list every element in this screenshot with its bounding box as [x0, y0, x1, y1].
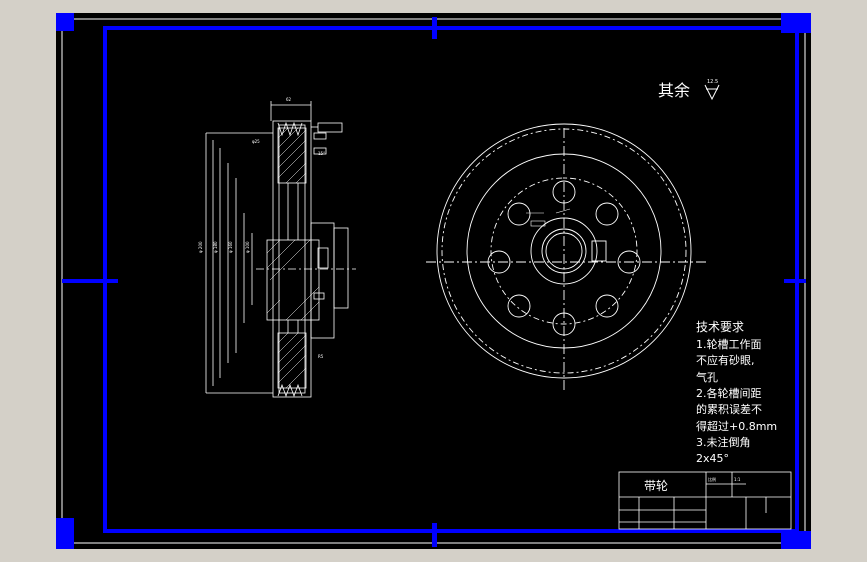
tech-req-line: 不应有砂眼, — [696, 353, 755, 367]
svg-text:φ 180: φ 180 — [213, 241, 218, 253]
svg-text:φ25: φ25 — [252, 139, 260, 144]
outer-border — [61, 18, 806, 544]
title-block-text: 带轮 比例 1:1 — [644, 476, 741, 493]
center-mark-left — [62, 279, 118, 283]
corner-grip-bl[interactable] — [56, 518, 74, 549]
svg-text:φ 160: φ 160 — [228, 241, 233, 253]
tech-req-line: 2.各轮槽间距 — [696, 386, 762, 400]
tech-req-line: 气孔 — [696, 370, 718, 384]
title-block — [618, 471, 792, 530]
svg-text:15°: 15° — [318, 151, 325, 156]
technical-requirements: 技术要求 1.轮槽工作面 不应有砂眼, 气孔 2.各轮槽间距 的累积误差不 得超… — [696, 320, 777, 465]
tech-req-line: 2x45° — [696, 452, 729, 465]
front-view — [426, 123, 706, 393]
drawing-canvas: φ 200 φ 180 φ 160 φ 100 62 φ25 15° R5 — [56, 13, 811, 549]
dimension-text: φ 200 φ 180 φ 160 φ 100 62 φ25 15° R5 — [198, 97, 325, 359]
tech-req-line: 的累积误差不 — [696, 402, 762, 416]
corner-grip-tr[interactable] — [781, 13, 811, 33]
drawing-frame — [103, 26, 799, 533]
tech-req-heading: 技术要求 — [696, 320, 744, 334]
svg-text:φ 100: φ 100 — [245, 241, 250, 253]
corner-grip-br[interactable] — [781, 531, 811, 549]
roughness-note: 其余 12.5 — [658, 79, 720, 101]
svg-text:R5: R5 — [318, 354, 324, 359]
section-view — [205, 101, 356, 398]
center-mark-bottom — [432, 523, 437, 547]
ratio-label: 比例 — [708, 476, 716, 482]
ratio-value: 1:1 — [734, 477, 741, 482]
section-hatching — [266, 127, 320, 389]
roughness-label: 其余 — [658, 81, 690, 100]
cad-drawing: φ 200 φ 180 φ 160 φ 100 62 φ25 15° R5 — [56, 13, 811, 549]
roughness-symbol — [704, 84, 720, 101]
corner-grip-tl[interactable] — [56, 13, 74, 31]
svg-text:φ 200: φ 200 — [198, 241, 203, 253]
tech-req-line: 得超过+0.8mm — [696, 419, 777, 433]
center-mark-top — [432, 17, 437, 39]
tech-req-line: 1.轮槽工作面 — [696, 337, 762, 351]
roughness-value: 12.5 — [707, 79, 718, 85]
svg-text:62: 62 — [286, 97, 292, 102]
tech-req-line: 3.未注倒角 — [696, 435, 751, 449]
center-mark-right — [784, 279, 806, 283]
front-view-labels — [526, 208, 571, 227]
part-name: 带轮 — [644, 479, 668, 493]
